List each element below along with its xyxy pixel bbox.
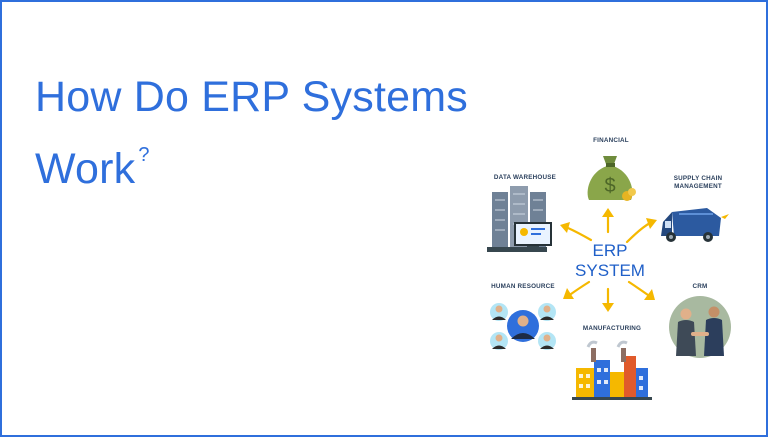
arrow-to-financial — [602, 208, 614, 234]
node-label-supply-chain-2: MANAGEMENT — [674, 183, 722, 190]
arrow-to-crm — [627, 280, 655, 300]
arrow-to-data-warehouse — [560, 222, 593, 242]
title-question-mark: ? — [138, 144, 150, 166]
erp-diagram: ERP SYSTEM — [487, 137, 731, 400]
title-line-2: Work — [35, 145, 136, 193]
factory-icon — [572, 340, 652, 400]
svg-text:$: $ — [604, 175, 615, 197]
arrow-to-human-resource — [563, 280, 591, 299]
title-line-2-wrap: Work? — [35, 126, 495, 198]
person-bottom-left — [490, 332, 508, 350]
node-label-supply-chain-1: SUPPLY CHAIN — [674, 175, 723, 182]
person-center — [507, 310, 539, 342]
people-group-icon — [490, 303, 556, 350]
node-label-crm: CRM — [693, 283, 708, 290]
server-racks-icon — [487, 186, 552, 252]
node-label-financial: FINANCIAL — [593, 137, 629, 144]
person-top-right — [538, 303, 556, 321]
page-title: How Do ERP Systems Work? — [35, 68, 495, 198]
handshake-icon — [669, 296, 731, 358]
center-label-erp: ERP — [593, 241, 628, 260]
person-top-left — [490, 303, 508, 321]
center-label-system: SYSTEM — [575, 261, 645, 280]
node-label-human-resource: HUMAN RESOURCE — [491, 283, 555, 290]
arrows — [560, 208, 657, 312]
node-label-data-warehouse: DATA WAREHOUSE — [494, 174, 556, 181]
money-bag-icon: $ — [587, 156, 636, 201]
arrow-to-manufacturing — [602, 287, 614, 312]
person-bottom-right — [538, 332, 556, 350]
delivery-van-icon — [661, 208, 729, 242]
title-line-1: How Do ERP Systems — [35, 73, 468, 121]
arrow-to-supply-chain — [625, 218, 657, 244]
node-label-manufacturing: MANUFACTURING — [583, 325, 641, 332]
